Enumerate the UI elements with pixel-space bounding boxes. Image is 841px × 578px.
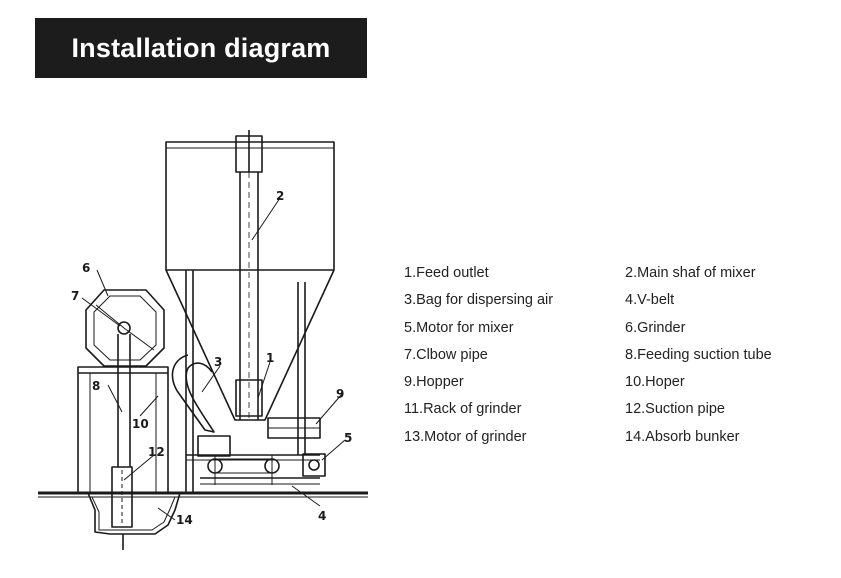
legend-item: 1.Feed outlet [404,265,489,281]
legend-item: 4.V-belt [625,292,675,309]
callout-4: 4 [318,509,326,523]
main-shaft [235,130,263,420]
callout-6: 6 [82,261,90,275]
grinder-rack [77,366,169,494]
diagram-title: Installation diagram [35,18,367,78]
callout-10: 10 [132,417,149,431]
callout-3: 3 [214,355,222,369]
grinder [85,289,165,367]
callout-7: 7 [71,289,79,303]
parts-legend: 1.Feed outlet 2.Main shaf of mixer 3.Bag… [404,263,825,447]
legend-item: 6.Grinder [625,319,686,336]
suction-pipe [111,466,133,528]
base-frame [186,435,320,485]
v-belt-drive [207,455,280,485]
dispersing-air-bag [171,354,215,433]
legend-item: 3.Bag for dispersing air [404,292,554,309]
callout-1: 1 [266,351,274,365]
callout-12: 12 [148,445,165,459]
legend-item: 13.Motor of grinder [404,428,527,445]
legend-item: 9.Hopper [404,374,464,391]
hopper [267,417,321,439]
mixer-tank [165,141,335,421]
legend-item: 2.Main shaf of mixer [625,265,756,281]
callout-numbers: 1 2 3 4 5 6 7 8 9 10 12 14 [71,189,352,527]
legend-item: 12.Suction pipe [625,401,725,418]
legend-item: 10.Hoper [625,374,685,391]
installation-drawing: 1 2 3 4 5 6 7 8 9 10 12 14 [38,130,368,550]
callout-5: 5 [344,431,352,445]
motor-for-mixer [302,453,326,477]
feeding-suction-tube [117,334,131,467]
legend-item: 14.Absorb bunker [625,428,740,445]
callout-14: 14 [176,513,193,527]
legend-item: 7.Clbow pipe [404,346,488,363]
legend-item: 8.Feeding suction tube [625,346,772,363]
absorb-bunker-pit [87,492,181,550]
callout-2: 2 [276,189,284,203]
callout-9: 9 [336,387,344,401]
leader-lines [81,197,346,521]
legend-item: 11.Rack of grinder [404,401,522,418]
legend-item: 5.Motor for mixer [404,319,514,336]
diagram-title-text: Installation diagram [71,32,331,63]
callout-8: 8 [92,379,100,393]
